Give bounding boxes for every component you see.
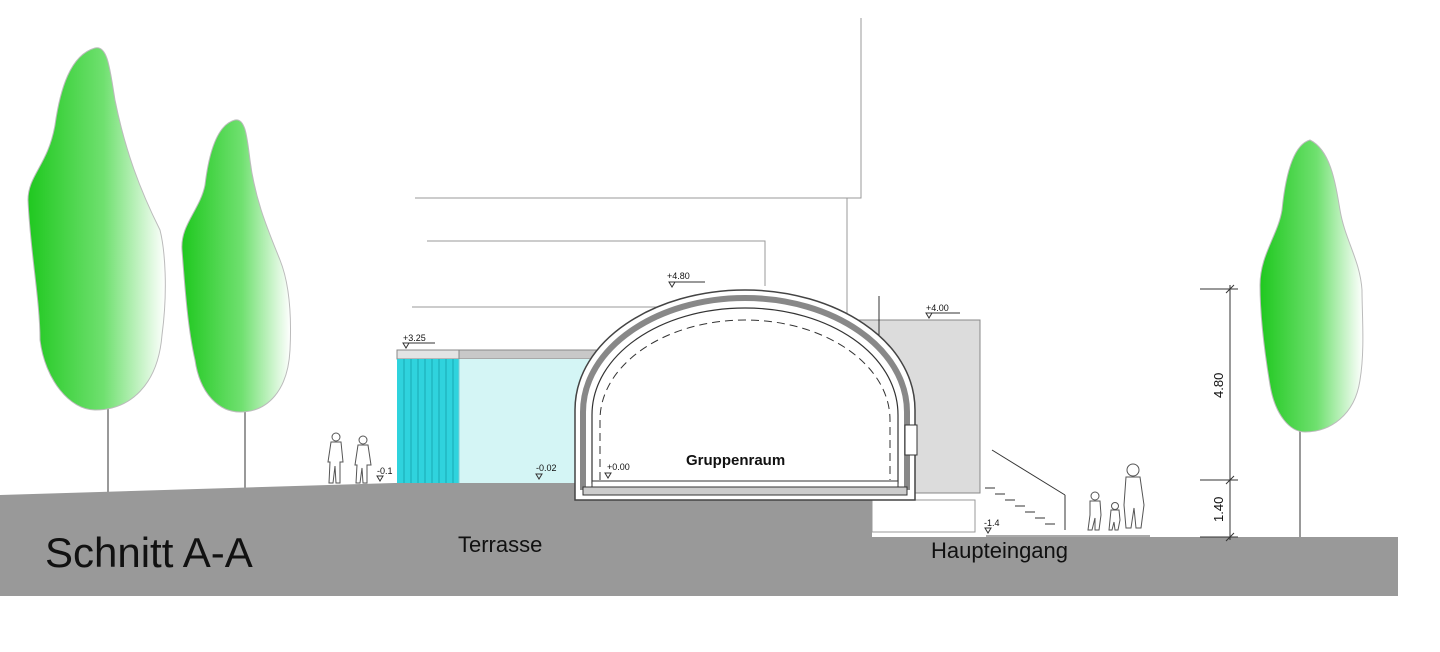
- ground-section: [0, 480, 1398, 596]
- level-floor: +0.00: [607, 462, 630, 472]
- label-room: Gruppenraum: [686, 452, 785, 469]
- background-building-outline: [412, 18, 862, 320]
- drawing-title: Schnitt A-A: [45, 529, 253, 576]
- level-entrance: -1.4: [984, 518, 1000, 528]
- entrance-stair: [985, 449, 1066, 530]
- entrance-step-block: [871, 499, 976, 533]
- level-markers: [376, 281, 992, 534]
- tree: [27, 47, 166, 493]
- level-roof-annex: +4.00: [926, 303, 949, 313]
- level-path: -0.1: [377, 466, 393, 476]
- dome-shell: [574, 289, 918, 501]
- dimension-line: [1200, 284, 1238, 542]
- glass-facade: [397, 359, 459, 483]
- label-entrance: Haupteingang: [931, 538, 1068, 563]
- label-terrace: Terrasse: [458, 532, 542, 557]
- level-roof-terrace: +3.25: [403, 333, 426, 343]
- level-roof-dome: +4.80: [667, 271, 690, 281]
- dimension-lower: 1.40: [1211, 497, 1226, 522]
- dimension-upper: 4.80: [1211, 373, 1226, 398]
- person-figures-entrance: [1087, 463, 1145, 531]
- terrace-pavilion: [396, 349, 603, 483]
- tree: [181, 119, 291, 490]
- tree: [1259, 139, 1364, 537]
- level-terrace: -0.02: [536, 463, 557, 473]
- person-figures-left: [327, 432, 372, 484]
